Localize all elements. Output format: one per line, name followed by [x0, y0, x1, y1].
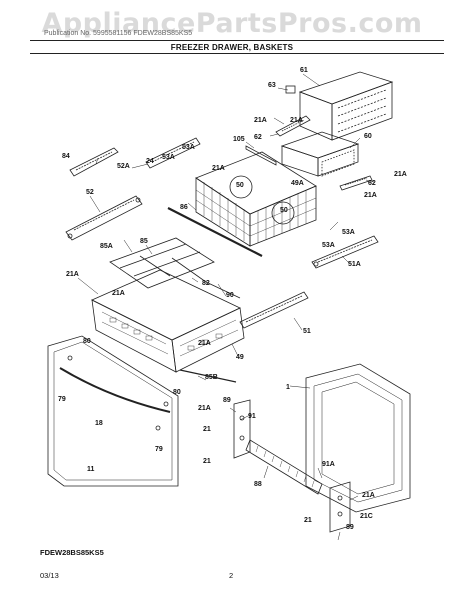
callout-21a: 21A — [290, 117, 303, 124]
callout-52a: 52A — [117, 163, 130, 170]
callout-89: 89 — [223, 397, 231, 404]
drawer-frame-part — [109, 237, 241, 299]
callout-50: 50 — [236, 182, 244, 189]
upper-basket-part — [285, 71, 394, 141]
leader-lines — [77, 73, 375, 541]
callout-21a: 21A — [66, 271, 79, 278]
callout-53a: 53A — [342, 229, 355, 236]
callout-53a: 53A — [162, 154, 175, 161]
small-bin-part — [280, 131, 360, 177]
callout-11: 11 — [87, 466, 95, 473]
callout-21: 21 — [203, 426, 211, 433]
door-gasket-part — [305, 363, 411, 513]
callout-49: 49 — [236, 354, 244, 361]
callout-21a: 21A — [362, 492, 375, 499]
callout-105: 105 — [233, 136, 245, 143]
callout-49a: 49A — [291, 180, 304, 187]
callout-88: 88 — [254, 481, 262, 488]
page-number: 2 — [229, 571, 234, 580]
mounting-brackets-part — [233, 399, 351, 533]
drawer-front-panel-part — [47, 335, 179, 487]
callout-1: 1 — [286, 384, 290, 391]
date-code: 03/13 — [40, 571, 59, 580]
callout-62: 62 — [368, 180, 376, 187]
rod-part — [167, 207, 263, 257]
callout-84: 84 — [62, 153, 70, 160]
callout-60: 60 — [364, 133, 372, 140]
callout-53a: 53A — [322, 242, 335, 249]
callout-24: 24 — [146, 158, 154, 165]
callout-85a: 85A — [100, 243, 113, 250]
callout-90: 90 — [226, 292, 234, 299]
callout-21a: 21A — [198, 405, 211, 412]
wire-basket-upper-part — [195, 151, 317, 247]
callout-21a: 21A — [254, 117, 267, 124]
callout-21: 21 — [304, 517, 312, 524]
callout-21a: 21A — [364, 192, 377, 199]
callout-62: 62 — [254, 134, 262, 141]
callout-21a: 21A — [394, 171, 407, 178]
callout-21a: 21A — [198, 340, 211, 347]
side-rail-part — [239, 291, 309, 329]
callout-79: 79 — [155, 446, 163, 453]
callout-labels: 61 63 21A 62 21A 60 105 53A 24 53A 84 52… — [58, 67, 407, 531]
callout-79: 79 — [58, 396, 66, 403]
callout-85: 85 — [140, 238, 148, 245]
right-rail-part — [311, 235, 379, 269]
left-rail-brackets-part — [65, 137, 201, 241]
callout-21c: 21C — [360, 513, 373, 520]
watermark: AppliancePartsPros.com — [41, 8, 423, 39]
publication-header: Publication No. 5995581156 FDEW28BS85KS5 — [44, 30, 193, 37]
callout-86: 86 — [180, 204, 188, 211]
callout-52: 52 — [86, 189, 94, 196]
callout-51a: 51A — [348, 261, 361, 268]
callout-21a: 21A — [112, 290, 125, 297]
callout-91a: 91A — [322, 461, 335, 468]
page-title: FREEZER DRAWER, BASKETS — [170, 43, 294, 52]
lower-rod-part — [179, 369, 237, 383]
callout-53a: 53A — [182, 144, 195, 151]
lower-basket-part — [91, 269, 245, 373]
callout-61: 61 — [300, 67, 308, 74]
callout-51: 51 — [303, 328, 311, 335]
callout-21: 21 — [203, 458, 211, 465]
callout-21a: 21A — [212, 165, 225, 172]
callout-91: 91 — [248, 413, 256, 420]
callout-50: 50 — [280, 207, 288, 214]
callout-82: 82 — [202, 280, 210, 287]
slide-rails-part — [245, 115, 373, 191]
header-rule-bottom — [30, 53, 444, 54]
header-rule-top — [30, 40, 444, 41]
callout-80: 80 — [173, 389, 181, 396]
callout-85b: 85B — [205, 374, 218, 381]
callout-89: 89 — [346, 524, 354, 531]
callout-63: 63 — [268, 82, 276, 89]
model-number: FDEW28BS85KS5 — [40, 548, 104, 557]
callout-18: 18 — [95, 420, 103, 427]
callout-80: 80 — [83, 338, 91, 345]
